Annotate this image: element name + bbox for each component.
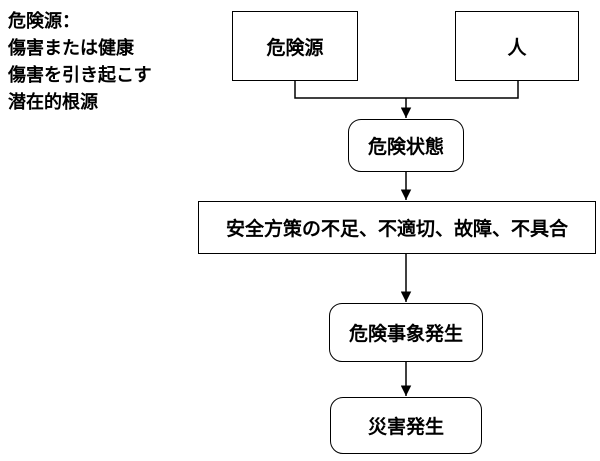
hazardous-situation-label: 危険状態	[367, 136, 444, 158]
insufficient-measures-box: 安全方策の不足、不適切、故障、不具合	[198, 201, 596, 254]
person-box: 人	[455, 11, 579, 81]
hazardous-event-label: 危険事象発生	[348, 323, 463, 345]
definition-line-2: 傷害または健康	[8, 38, 134, 59]
hazard-box-label: 危険源	[266, 36, 324, 59]
hazardous-situation-box: 危険状態	[348, 119, 464, 172]
merge-connector	[294, 80, 519, 99]
hazard-definition-note: 危険源： 傷害または健康 傷害を引き起こす 潜在的根源	[8, 8, 152, 116]
hazard-box: 危険源	[232, 11, 358, 81]
hazardous-event-box: 危険事象発生	[329, 303, 483, 362]
definition-line-3: 傷害を引き起こす	[8, 65, 152, 86]
accident-box: 災害発生	[330, 397, 482, 454]
definition-line-1: 危険源：	[8, 11, 80, 32]
accident-label: 災害発生	[367, 416, 444, 438]
definition-line-4: 潜在的根源	[8, 92, 98, 113]
person-box-label: 人	[507, 36, 527, 59]
insufficient-measures-label: 安全方策の不足、不適切、故障、不具合	[225, 218, 568, 240]
